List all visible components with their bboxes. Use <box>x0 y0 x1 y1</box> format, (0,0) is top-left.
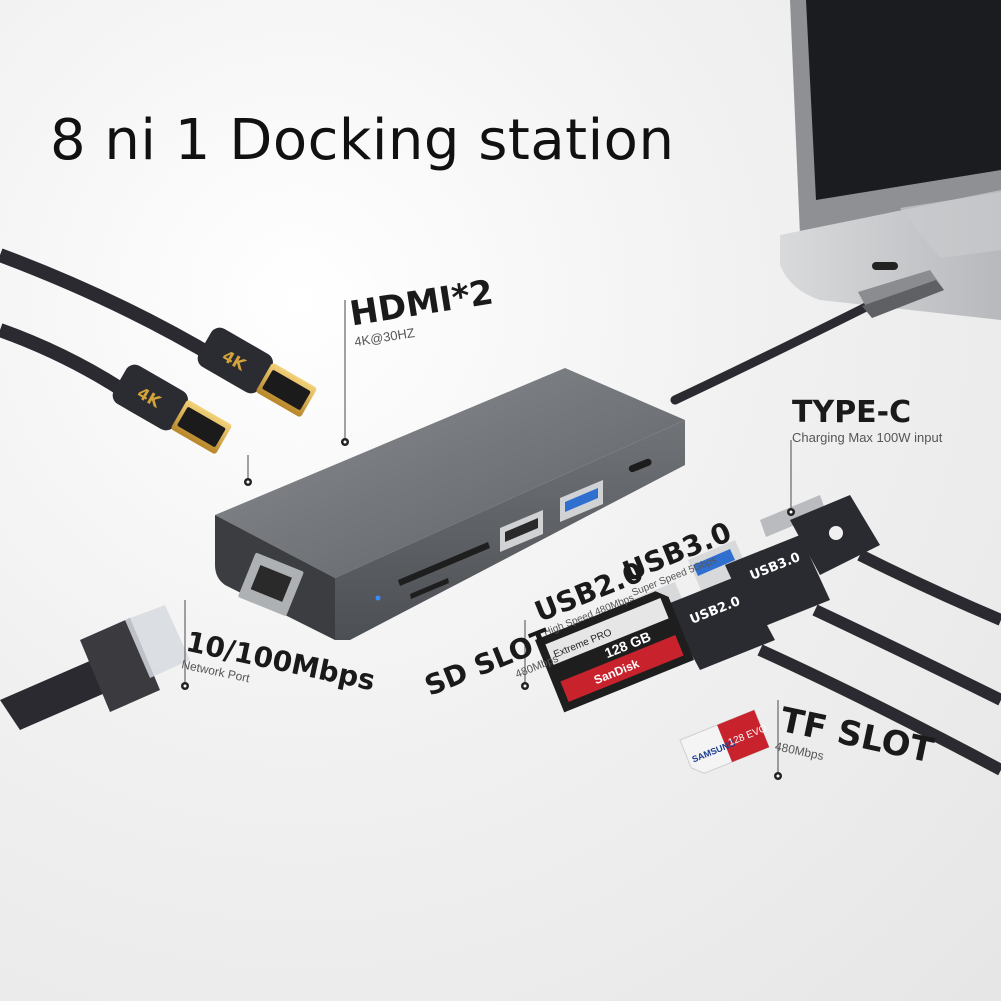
tf-card: SAMSUNG 128 EVO <box>679 709 770 774</box>
typec-label: TYPE-C <box>792 395 912 430</box>
docking-hub <box>215 368 685 640</box>
laptop <box>780 0 1001 320</box>
page-title: 8 ni 1 Docking station <box>50 108 675 173</box>
hdmi-cables: 4K 4K <box>0 248 317 454</box>
laptop-usb-c-port <box>872 262 898 270</box>
callout-lines <box>184 300 792 775</box>
typec-callout: TYPE-C Charging Max 100W input <box>792 395 942 445</box>
ethernet-cable <box>0 605 190 730</box>
sd-card-slot <box>398 542 490 586</box>
typec-spec: Charging Max 100W input <box>792 430 943 445</box>
type-c-port <box>628 458 652 473</box>
usb-c-plug <box>760 495 1001 626</box>
tf-card-slot <box>410 578 449 599</box>
power-led <box>375 595 381 601</box>
hub-type-c-cable <box>670 270 944 405</box>
sd-card: Extreme PRO 128 GB SanDisk <box>535 591 695 713</box>
callout-dots <box>181 438 795 780</box>
